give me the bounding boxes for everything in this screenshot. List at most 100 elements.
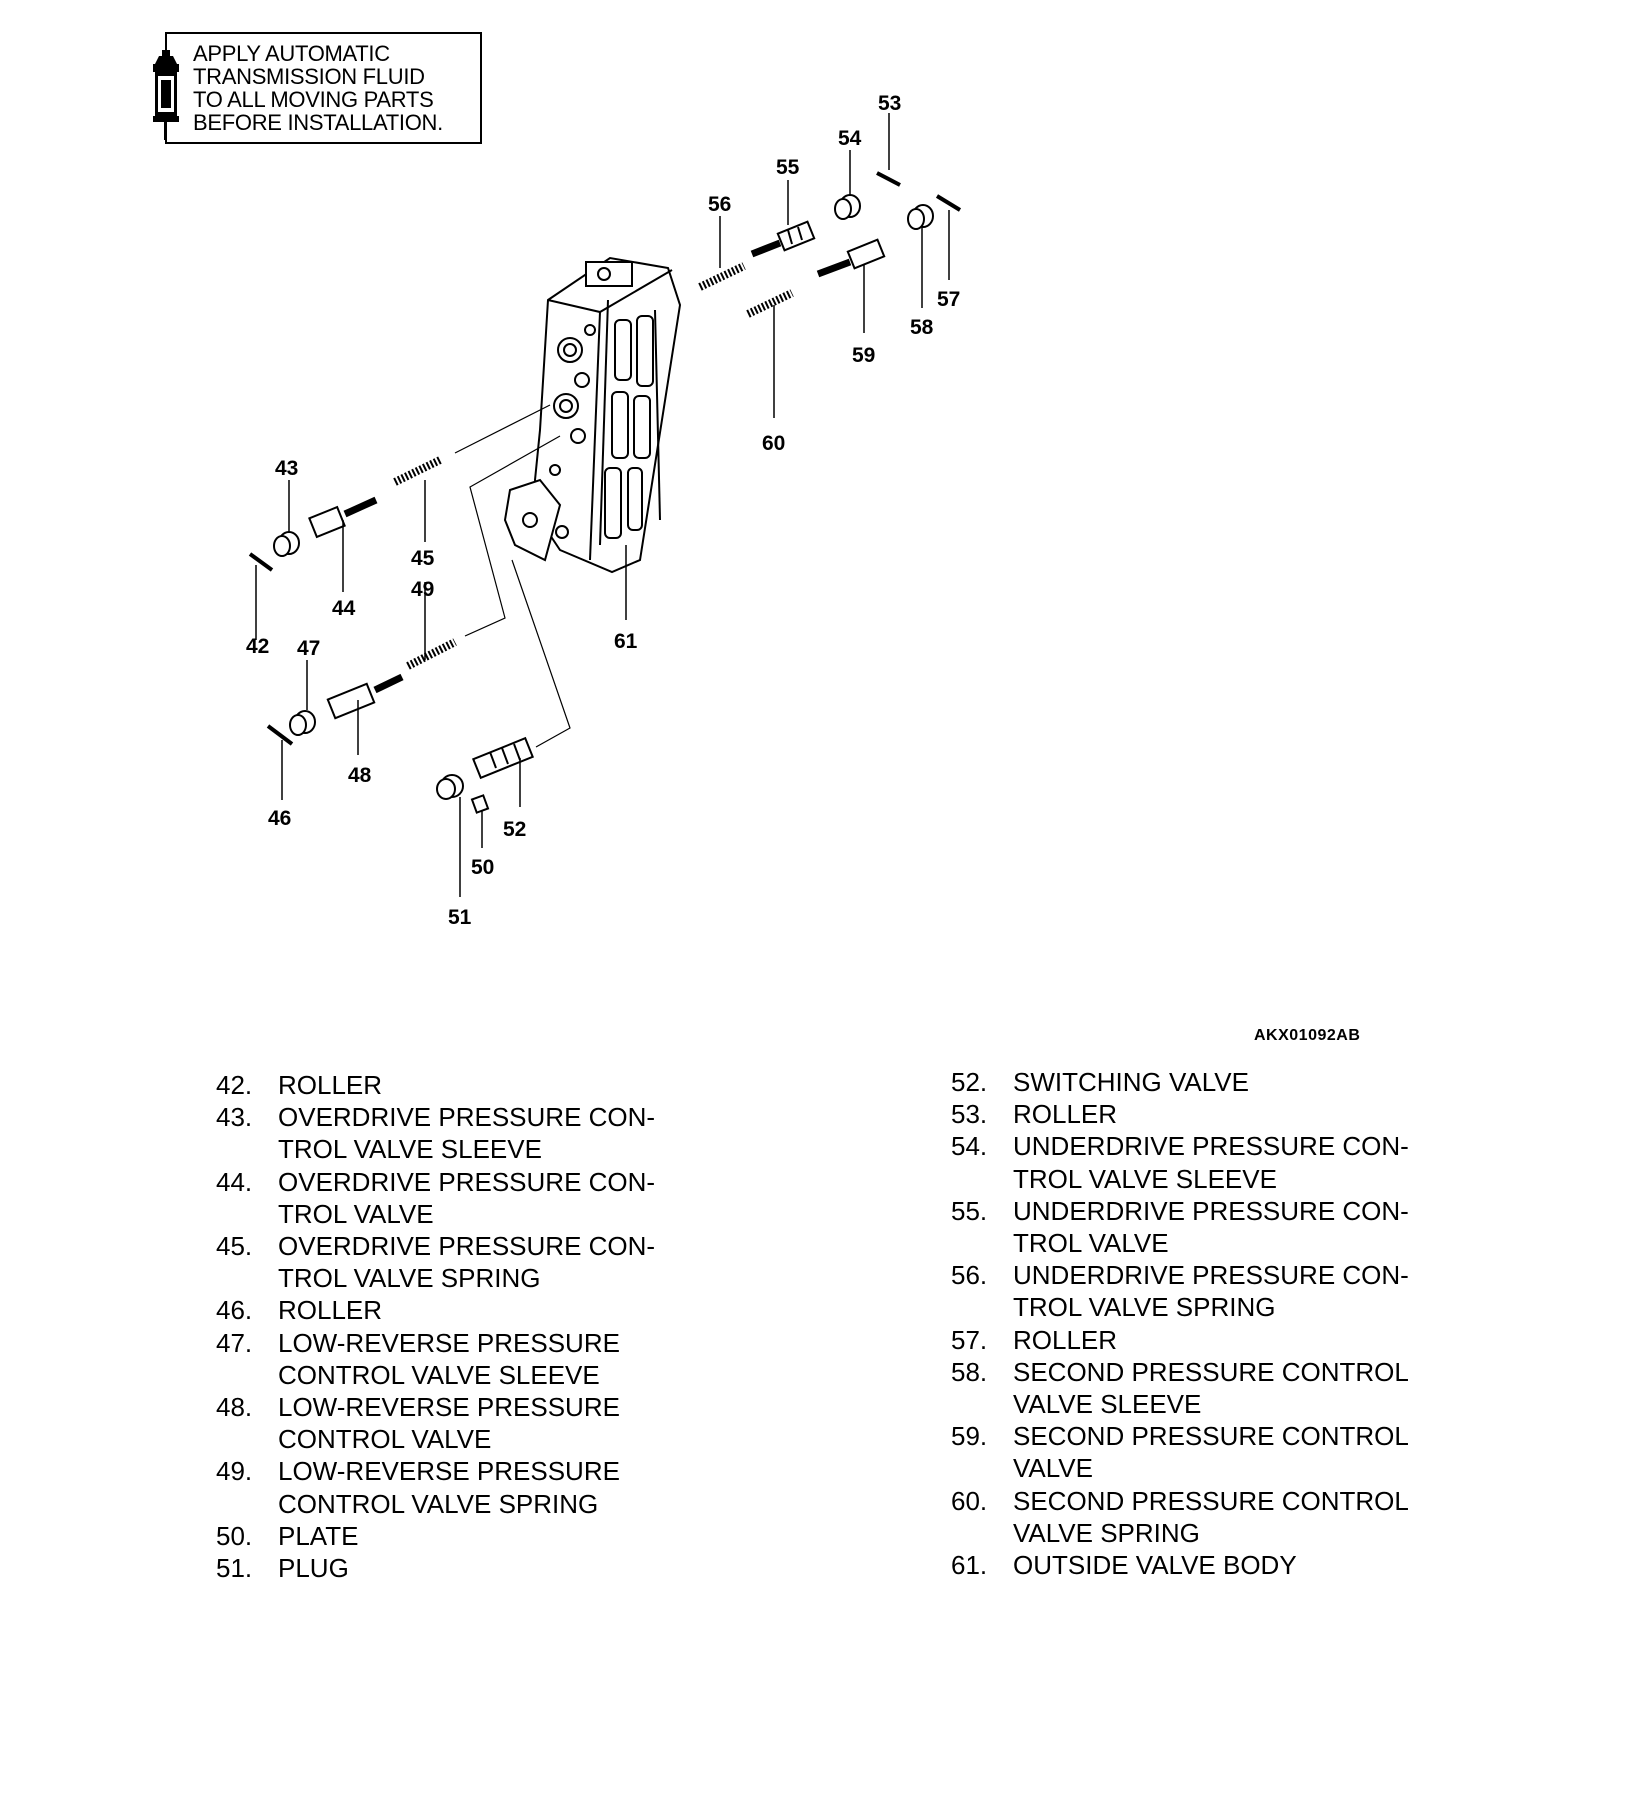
legend-label-line: VALVE SPRING (1013, 1517, 1200, 1548)
legend-number: 61. (951, 1550, 988, 1581)
legend-label-line: TROL VALVE SPRING (278, 1263, 541, 1294)
legend-label-line: CONTROL VALVE SPRING (278, 1488, 599, 1519)
legend-label: SWITCHING VALVE (1013, 1066, 1511, 1098)
callout-58: 58 (910, 316, 934, 339)
legend-item: 51. PLUG (216, 1552, 736, 1584)
legend-label-line: UNDERDRIVE PRESSURE CON- (1013, 1260, 1409, 1291)
legend-number: 54. (951, 1131, 988, 1162)
outside-valve-body (503, 256, 682, 574)
legend-label-line: ROLLER (278, 1070, 383, 1100)
overdrive-valve (308, 496, 378, 539)
legend-label: ROLLER (278, 1069, 736, 1101)
legend-number: 59. (951, 1421, 988, 1452)
legend-number: 51. (216, 1553, 253, 1584)
legend-label-line: ROLLER (1013, 1324, 1118, 1355)
legend-label: ROLLER (278, 1294, 736, 1326)
callout-55: 55 (776, 156, 800, 179)
legend-item: 50. PLATE (216, 1520, 736, 1552)
legend-number: 60. (951, 1485, 988, 1516)
legend-number: 57. (951, 1324, 988, 1355)
legend-item: 57. ROLLER (951, 1324, 1511, 1356)
legend-number: 56. (951, 1260, 988, 1291)
legend-number: 58. (951, 1356, 988, 1387)
legend-number: 50. (216, 1520, 253, 1551)
callout-54: 54 (838, 127, 862, 150)
roller-46 (266, 724, 294, 746)
legend-label-line: CONTROL VALVE SLEEVE (278, 1359, 600, 1390)
legend-number: 44. (216, 1166, 253, 1197)
notice-line: TRANSMISSION FLUID (193, 64, 425, 89)
notice-line: APPLY AUTOMATIC (193, 41, 390, 66)
legend-number: 55. (951, 1195, 988, 1226)
legend-label: ROLLER (1013, 1098, 1511, 1130)
legend-item: 46.ROLLER (216, 1294, 736, 1326)
legend-label-line: TROL VALVE SLEEVE (278, 1134, 542, 1165)
legend-label-line: OVERDRIVE PRESSURE CON- (278, 1102, 656, 1133)
callout-56: 56 (708, 193, 731, 216)
callout-45: 45 (411, 547, 435, 570)
legend-label: OUTSIDE VALVE BODY (1013, 1549, 1511, 1581)
legend-label-line: UNDERDRIVE PRESSURE CON- (1013, 1131, 1409, 1162)
legend-label-line: SECOND PRESSURE CONTROL (1013, 1356, 1409, 1387)
legend-label-line: LOW-REVERSE PRESSURE (278, 1392, 620, 1423)
legend-number: 42. (216, 1070, 253, 1100)
legend-label-line: TROL VALVE SLEEVE (1013, 1163, 1277, 1194)
legend-number: 48. (216, 1392, 253, 1423)
legend-label-line: UNDERDRIVE PRESSURE CON- (1013, 1195, 1409, 1226)
roller-57 (935, 194, 962, 212)
legend-item: 44. OVERDRIVE PRESSURE CON-TROL VALVE (216, 1166, 736, 1230)
legend-number: 43. (216, 1102, 253, 1133)
legend-label: OVERDRIVE PRESSURE CON-TROL VALVE (278, 1166, 736, 1230)
legend-label: UNDERDRIVE PRESSURE CON-TROL VALVE SLEEV… (1013, 1130, 1511, 1194)
legend-label-line: VALVE SLEEVE (1013, 1389, 1202, 1420)
exploded-diagram: 42 43 44 45 46 47 48 49 50 51 52 53 54 5… (246, 92, 962, 929)
callout-42: 42 (246, 635, 269, 658)
legend-label-line: SECOND PRESSURE CONTROL (1013, 1421, 1409, 1452)
callout-61: 61 (614, 630, 638, 653)
overdrive-spring (393, 456, 442, 486)
legend-label-line: SWITCHING VALVE (1013, 1067, 1249, 1097)
legend-label-line: ROLLER (278, 1295, 383, 1326)
legend-label: UNDERDRIVE PRESSURE CON-TROL VALVE (1013, 1195, 1511, 1259)
legend-label-line: LOW-REVERSE PRESSURE (278, 1327, 620, 1358)
legend-label: PLUG (278, 1552, 736, 1584)
roller-42 (248, 552, 274, 572)
callout-47: 47 (297, 637, 320, 660)
legend-label-line: CONTROL VALVE (278, 1424, 492, 1455)
callout-49: 49 (411, 578, 434, 601)
callout-52: 52 (503, 818, 526, 841)
callout-43: 43 (275, 457, 298, 480)
legend-item: 52.SWITCHING VALVE (951, 1066, 1511, 1098)
roller-53 (876, 171, 901, 187)
legend-label-line: OVERDRIVE PRESSURE CON- (278, 1231, 656, 1262)
legend-label-line: VALVE (1013, 1453, 1093, 1484)
legend-label-line: OUTSIDE VALVE BODY (1013, 1550, 1297, 1581)
switching-valve (471, 736, 535, 780)
legend-label: ROLLER (1013, 1324, 1511, 1356)
notice-text: APPLY AUTOMATIC TRANSMISSION FLUID TO AL… (193, 42, 443, 134)
callout-44: 44 (332, 597, 356, 620)
legend-item: 43. OVERDRIVE PRESSURE CON-TROL VALVE SLE… (216, 1101, 736, 1165)
legend-item: 53.ROLLER (951, 1098, 1511, 1130)
legend-number: 45. (216, 1231, 253, 1262)
legend-label-line: PLUG (278, 1553, 349, 1584)
legend-label: OVERDRIVE PRESSURE CON-TROL VALVE SPRING (278, 1230, 736, 1294)
callout-53: 53 (878, 92, 901, 115)
low-reverse-valve (326, 673, 404, 720)
low-reverse-spring (406, 638, 457, 670)
legend-item: 56. UNDERDRIVE PRESSURE CON-TROL VALVE SP… (951, 1259, 1511, 1323)
legend-label: PLATE (278, 1520, 736, 1552)
fluid-bottle-icon (153, 50, 179, 140)
legend-label: UNDERDRIVE PRESSURE CON-TROL VALVE SPRIN… (1013, 1259, 1511, 1323)
legend-label-line: ROLLER (1013, 1099, 1118, 1130)
legend-label-line: OVERDRIVE PRESSURE CON- (278, 1166, 656, 1197)
second-valve (816, 238, 886, 278)
